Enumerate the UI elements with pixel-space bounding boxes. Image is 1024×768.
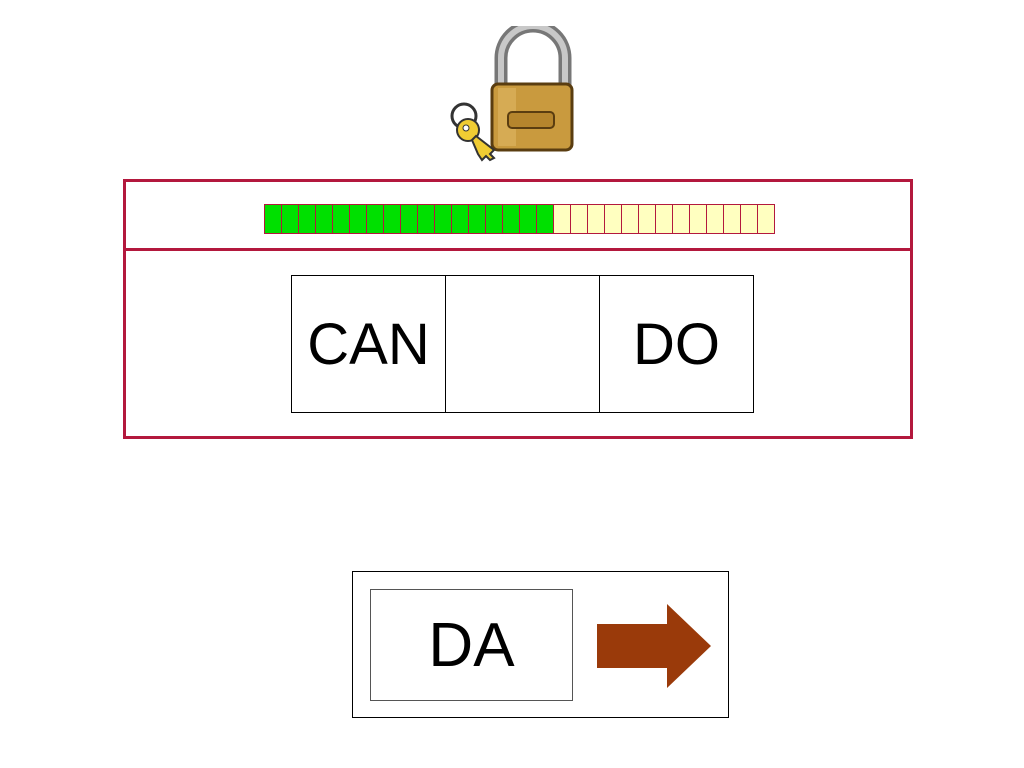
progress-segment-filled bbox=[316, 204, 333, 234]
progress-segment-filled bbox=[418, 204, 435, 234]
progress-section bbox=[126, 182, 910, 251]
progress-segment-empty bbox=[656, 204, 673, 234]
progress-bar bbox=[264, 204, 775, 234]
word-row: CAN DO bbox=[291, 275, 754, 413]
key-icon bbox=[450, 102, 496, 162]
progress-segment-empty bbox=[724, 204, 741, 234]
progress-segment-filled bbox=[299, 204, 316, 234]
game-panel: CAN DO bbox=[123, 179, 913, 439]
progress-segment-empty bbox=[673, 204, 690, 234]
progress-segment-filled bbox=[367, 204, 384, 234]
progress-segment-filled bbox=[350, 204, 367, 234]
right-arrow-icon[interactable] bbox=[595, 602, 713, 690]
progress-segment-filled bbox=[486, 204, 503, 234]
word-slot-3: DO bbox=[599, 275, 754, 413]
progress-segment-empty bbox=[554, 204, 571, 234]
progress-segment-empty bbox=[741, 204, 758, 234]
progress-segment-filled bbox=[503, 204, 520, 234]
progress-segment-filled bbox=[452, 204, 469, 234]
progress-segment-filled bbox=[469, 204, 486, 234]
progress-segment-filled bbox=[520, 204, 537, 234]
answer-area: DA bbox=[352, 571, 729, 718]
padlock-icon bbox=[490, 26, 574, 152]
progress-segment-empty bbox=[639, 204, 656, 234]
progress-segment-filled bbox=[282, 204, 299, 234]
progress-segment-empty bbox=[605, 204, 622, 234]
answer-option-card[interactable]: DA bbox=[370, 589, 573, 701]
progress-segment-filled bbox=[265, 204, 282, 234]
word-slot-2-blank[interactable] bbox=[445, 275, 600, 413]
progress-segment-filled bbox=[537, 204, 554, 234]
progress-segment-empty bbox=[707, 204, 724, 234]
progress-segment-filled bbox=[333, 204, 350, 234]
progress-segment-filled bbox=[384, 204, 401, 234]
progress-segment-empty bbox=[571, 204, 588, 234]
progress-segment-filled bbox=[401, 204, 418, 234]
progress-segment-empty bbox=[758, 204, 775, 234]
progress-segment-filled bbox=[435, 204, 452, 234]
word-slot-1: CAN bbox=[291, 275, 446, 413]
lock-key-icon bbox=[450, 26, 574, 162]
progress-segment-empty bbox=[588, 204, 605, 234]
progress-segment-empty bbox=[690, 204, 707, 234]
progress-segment-empty bbox=[622, 204, 639, 234]
